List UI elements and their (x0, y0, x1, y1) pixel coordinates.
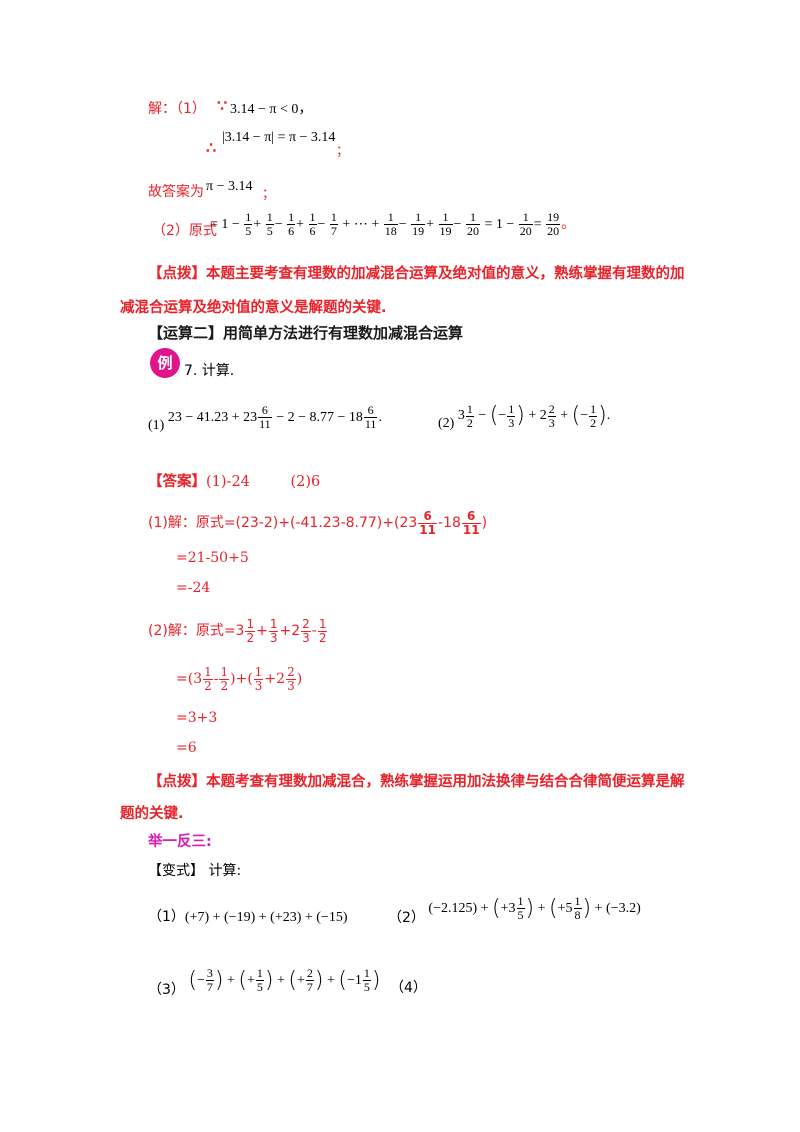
answer-label: 【答案】 (148, 474, 206, 490)
semicolon: ； (336, 144, 350, 159)
answer-end: ； (262, 187, 276, 202)
expr-end: 。 (561, 217, 576, 232)
tip2-line2: 题的关键. (120, 806, 184, 822)
answer-2: (2)6 (290, 474, 321, 490)
tip1-line2: 减混合运算及绝对值的意义是解题的关键. (120, 300, 387, 316)
practice-title: 举一反三: (148, 834, 212, 850)
absolute-value-equation: |3.14 − π| = π − 3.14 (222, 130, 336, 145)
inequality: 3.14 − π < 0， (230, 102, 313, 117)
part2-label: (2) (438, 416, 455, 432)
part2-plus: + 2 (528, 408, 547, 424)
part2-end: . (606, 408, 611, 424)
tip1-line1: 【点拨】本题主要考查有理数的加减混合运算及绝对值的意义，熟练掌握有理数的加 (148, 266, 685, 282)
answer-value: π − 3.14 (206, 179, 253, 194)
answer-line: 【答案】(1)-24 (2)6 (148, 470, 320, 491)
part1-end: . (378, 410, 382, 425)
expr-start: = 1 − (210, 217, 240, 232)
ellipsis: + ⋯ + (342, 217, 380, 232)
variant-label: 【变式】 计算: (148, 863, 242, 879)
therefore-symbol: ∴ (206, 138, 217, 157)
part1-label: (1) (148, 418, 165, 433)
section2-title: 【运算二】用简单方法进行有理数加减混合运算 (148, 324, 464, 342)
because-symbol: ∵ (217, 96, 228, 115)
example-label: 7. 计算. (184, 363, 235, 379)
work2-line3: =3+3 (176, 710, 218, 726)
practice-q1: （1）(+7) + (−19) + (+23) + (−15) (148, 909, 348, 925)
part2-label: （2）原式 (152, 223, 217, 239)
tip2-line1: 【点拨】本题考查有理数加减混合，熟练掌握运用加法换律与结合合律简便运算是解 (148, 774, 685, 790)
work1-line2: =21-50+5 (176, 550, 249, 566)
example-badge: 例 (150, 348, 180, 378)
result-start: = 1 − (484, 217, 515, 232)
part1-expr-b: − 2 − 8.77 − 18 (276, 410, 363, 425)
answer-prefix: 故答案为 (148, 184, 204, 200)
answer-1: (1)-24 (206, 474, 250, 490)
part2-whole: 3 (457, 408, 465, 424)
solution-label: 解：（1） (148, 101, 206, 117)
work2-line4: =6 (176, 740, 197, 756)
work1-line3: =-24 (176, 580, 211, 596)
part1-expr-a: 23 − 41.23 + 23 (167, 410, 258, 425)
